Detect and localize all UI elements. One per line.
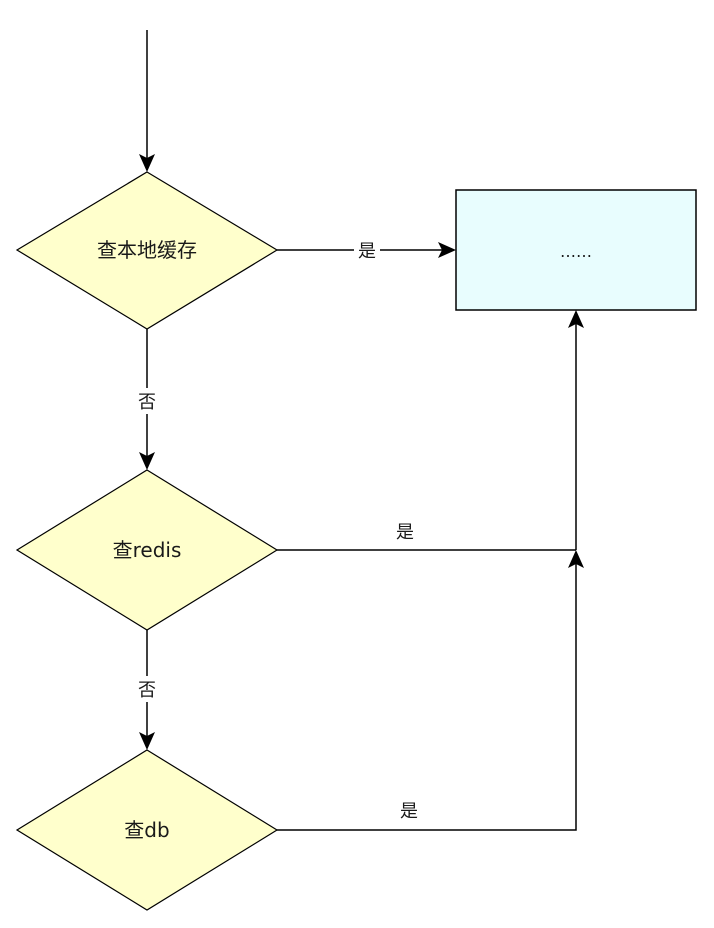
- edge-db-yes-label: 是: [400, 801, 418, 822]
- result-box: [455, 189, 697, 311]
- edge-local-no-label-bg: [134, 388, 160, 414]
- edge-local-no-label: 否: [138, 392, 156, 413]
- edge-redis-yes-label: 是: [396, 522, 414, 543]
- decision-redis-label: 查redis: [113, 538, 182, 562]
- edge-redis-yes-arrowhead: [568, 310, 584, 328]
- edge-redis-no-label-bg: [134, 676, 160, 702]
- edge-db-yes-arrowhead: [568, 550, 584, 568]
- edge-local-yes-label: 是: [358, 241, 376, 262]
- decision-local-cache-label: 查本地缓存: [97, 238, 197, 262]
- decision-db-label: 查db: [124, 818, 169, 842]
- edge-local-yes-label-bg: [354, 238, 380, 262]
- edge-local-no-arrowhead: [139, 452, 155, 470]
- edge-redis-no-arrowhead: [139, 732, 155, 750]
- edge-db-yes: [277, 564, 577, 831]
- entry-arrowhead: [139, 154, 155, 172]
- edge-redis-no-label: 否: [138, 680, 156, 701]
- result-box-label: ……: [560, 242, 592, 261]
- edge-local-yes-arrowhead: [438, 242, 456, 258]
- decision-db: [15, 749, 279, 911]
